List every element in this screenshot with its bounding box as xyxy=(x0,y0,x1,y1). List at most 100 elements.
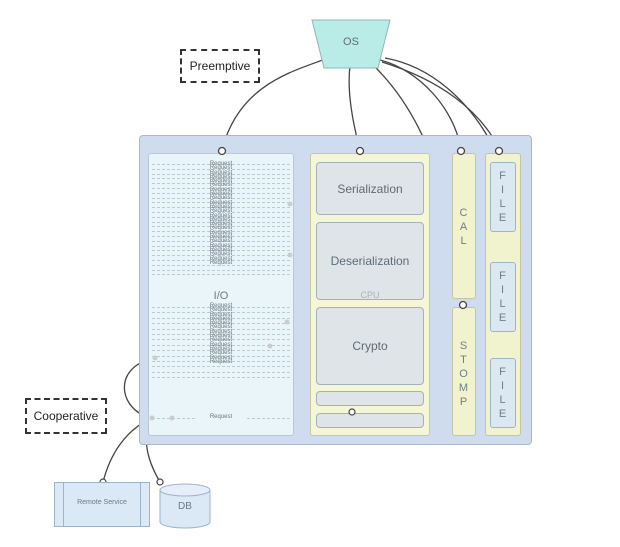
request-dashed-line xyxy=(152,264,290,266)
request-item: Request xyxy=(209,169,233,176)
request-item: Request xyxy=(209,178,233,185)
request-item: Request xyxy=(209,358,233,365)
request-dashed-line xyxy=(152,366,290,368)
io-port-3 xyxy=(284,319,290,325)
request-dashed-line xyxy=(152,231,290,233)
request-dashed-line xyxy=(152,250,290,252)
request-item: Request xyxy=(209,259,233,266)
io-port-4 xyxy=(267,343,273,349)
cpu-slot-port xyxy=(348,408,356,416)
request-item: Request xyxy=(209,212,233,219)
io-panel xyxy=(148,153,294,436)
request-item: Request xyxy=(209,255,233,262)
file-top-port xyxy=(494,146,504,156)
cpu-top-port xyxy=(355,146,365,156)
os-label: OS xyxy=(343,36,359,48)
request-dashed-line xyxy=(152,260,290,261)
request-dashed-line xyxy=(152,328,290,330)
file-letter: F xyxy=(499,170,507,182)
request-item: Request xyxy=(209,186,233,193)
stomp-letter: T xyxy=(460,354,468,366)
request-dashed-line xyxy=(152,371,290,373)
stomp-letter: P xyxy=(459,396,469,408)
request-item: Request xyxy=(209,216,233,223)
os-shape xyxy=(311,19,391,69)
request-item: Request xyxy=(209,229,233,236)
cooperative-label: Cooperative xyxy=(25,398,107,434)
request-item: Request xyxy=(209,208,233,215)
stomp-label: S T O M P xyxy=(452,339,476,409)
file-letter: L xyxy=(499,394,507,406)
request-dashed-line xyxy=(152,323,290,325)
request-item: Request xyxy=(209,199,233,206)
file-letter: E xyxy=(498,312,508,324)
request-item: Request xyxy=(209,234,233,241)
remote-service-right-bar xyxy=(140,483,141,526)
cal-letter: L xyxy=(460,235,468,247)
request-item: Request xyxy=(209,251,233,258)
request-item: Request xyxy=(209,333,233,340)
cal-letter: A xyxy=(459,221,469,233)
io-label: I/O xyxy=(213,290,229,302)
db-label: DB xyxy=(178,501,192,512)
remote-service-label: Remote Service xyxy=(77,499,127,506)
request-dashed-line xyxy=(152,269,290,271)
file-box-3: F I L E xyxy=(490,358,516,428)
file-letter: I xyxy=(500,284,506,296)
stomp-letter: S xyxy=(459,340,469,352)
request-dashed-line xyxy=(152,173,290,175)
request-dashed-line xyxy=(152,212,290,213)
cal-label: C A L xyxy=(452,206,476,248)
io-dashed-lines-group-1 xyxy=(152,162,290,284)
request-dashed-line xyxy=(152,168,290,170)
io-top-port xyxy=(217,146,227,156)
os-to-io-connector xyxy=(221,55,334,151)
cal-column xyxy=(452,153,476,299)
request-item: Request xyxy=(209,238,233,245)
request-item: Request xyxy=(209,307,233,314)
cpu-label: CPU xyxy=(360,290,380,300)
request-dashed-line xyxy=(152,240,290,242)
request-item: Request xyxy=(209,311,233,318)
request-item: Request xyxy=(209,165,233,172)
stomp-letter: M xyxy=(458,382,470,394)
db-top xyxy=(159,483,211,497)
request-dashed-line xyxy=(152,245,290,247)
request-dashed-line xyxy=(152,317,290,319)
request-dashed-line xyxy=(152,350,290,352)
request-item: Request xyxy=(209,350,233,357)
request-item: Request xyxy=(209,354,233,361)
request-dashed-line xyxy=(152,344,290,346)
request-dashed-line xyxy=(152,312,290,314)
request-item: Request xyxy=(209,341,233,348)
request-item: Request xyxy=(209,246,233,253)
request-item: Request xyxy=(209,195,233,202)
io-dashed-lines-group-2 xyxy=(152,305,290,383)
request-dashed-line xyxy=(152,192,290,194)
request-dashed-line xyxy=(152,178,290,180)
request-item: Request xyxy=(209,182,233,189)
request-dashed-line xyxy=(152,216,290,218)
request-item: Request xyxy=(209,315,233,322)
remote-service-left-bar xyxy=(63,483,64,526)
request-item: Request xyxy=(209,337,233,344)
request-item: Request xyxy=(209,345,233,352)
preemptive-label: Preemptive xyxy=(180,49,260,83)
file-box-2: F I L E xyxy=(490,262,516,332)
request-dashed-line xyxy=(152,339,290,341)
request-item: Request xyxy=(209,242,233,249)
request-dashed-line xyxy=(152,334,290,335)
stomp-top-port xyxy=(458,300,468,310)
db-node xyxy=(159,483,211,529)
request-dashed-line xyxy=(152,274,290,276)
request-item: Request xyxy=(209,221,233,228)
file-letter: F xyxy=(499,366,507,378)
deserialization-box: Deserialization xyxy=(316,222,424,300)
request-item: Request xyxy=(209,303,233,309)
io-port-1 xyxy=(287,201,293,207)
stomp-column xyxy=(452,307,476,436)
db-body xyxy=(159,490,211,529)
